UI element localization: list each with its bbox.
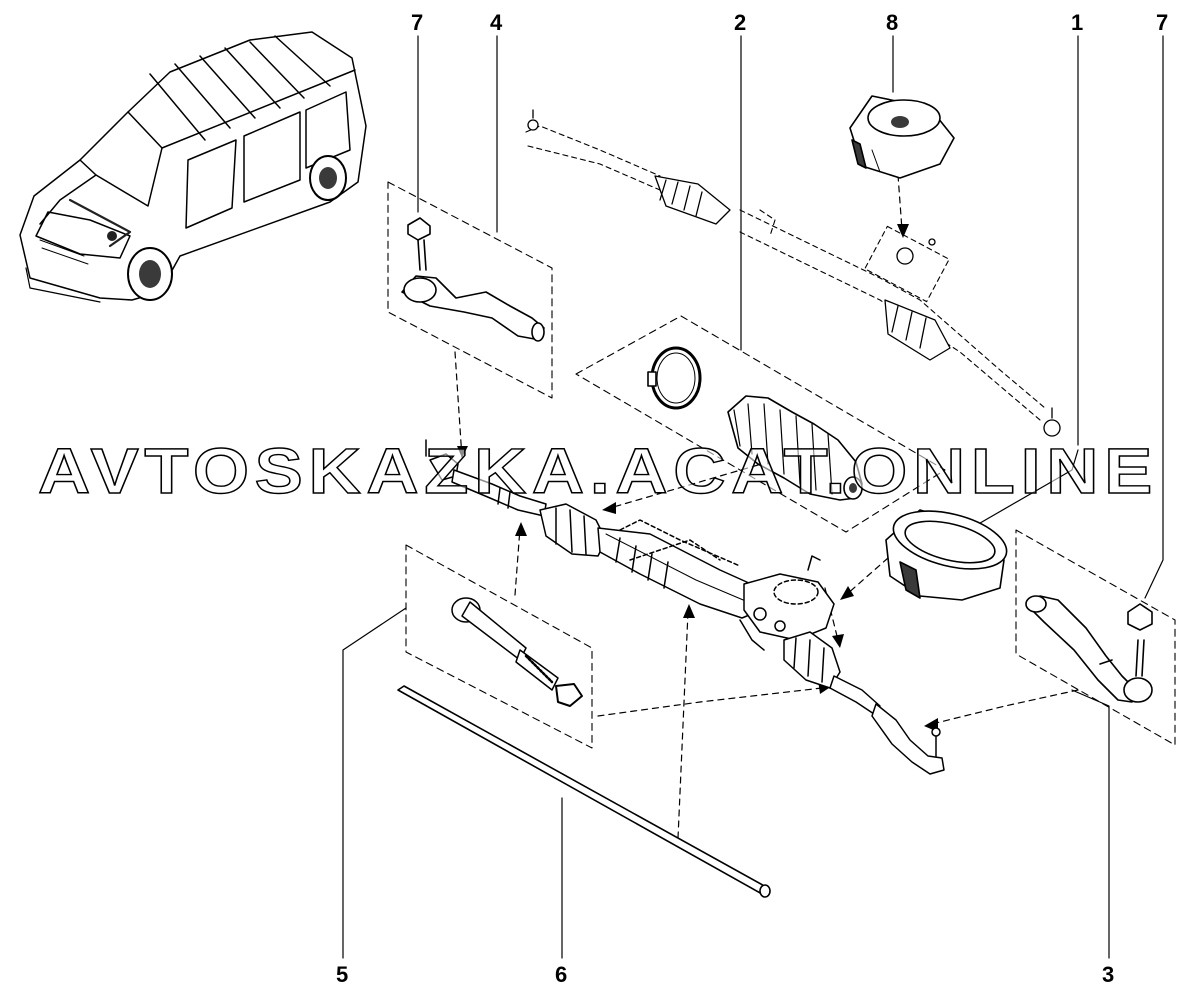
callout-3: 3 <box>1102 962 1115 987</box>
rack-mount-bushing <box>849 95 955 179</box>
steering-rod-bar <box>397 685 771 898</box>
group-frames <box>387 181 1176 749</box>
reference-rack-parts <box>527 109 1061 437</box>
callout-1: 1 <box>1071 10 1084 35</box>
assembly-arrows <box>454 174 1079 839</box>
tie-rod-end-left <box>401 217 545 342</box>
callout-4: 4 <box>490 10 503 35</box>
inner-tie-rod <box>451 597 583 707</box>
frame-tie-rod-end-right <box>1015 529 1176 746</box>
callout-8: 8 <box>886 10 899 35</box>
frame-inner-tie-rod <box>405 544 593 749</box>
watermark-text: AVTOSKAZKA.ACAT.ONLINE <box>38 435 1158 505</box>
vehicle-illustration <box>19 31 367 303</box>
callout-6: 6 <box>555 962 568 987</box>
callout-7-left: 7 <box>411 10 424 35</box>
steering-boot-with-clamp <box>647 346 863 501</box>
rack-sleeve-bushing <box>885 509 1008 601</box>
reference-rack-outline <box>525 125 1046 421</box>
callout-7-right: 7 <box>1156 10 1169 35</box>
leader-lines <box>342 35 1164 959</box>
frame-boot-kit <box>575 315 946 533</box>
frame-tie-rod-end-left <box>387 181 553 399</box>
tie-rod-end-right <box>1025 595 1153 703</box>
watermark: AVTOSKAZKA.ACAT.ONLINE <box>37 435 1158 505</box>
callout-2: 2 <box>734 10 747 35</box>
steering-rack-assembly <box>425 439 945 775</box>
callout-5: 5 <box>336 962 349 987</box>
